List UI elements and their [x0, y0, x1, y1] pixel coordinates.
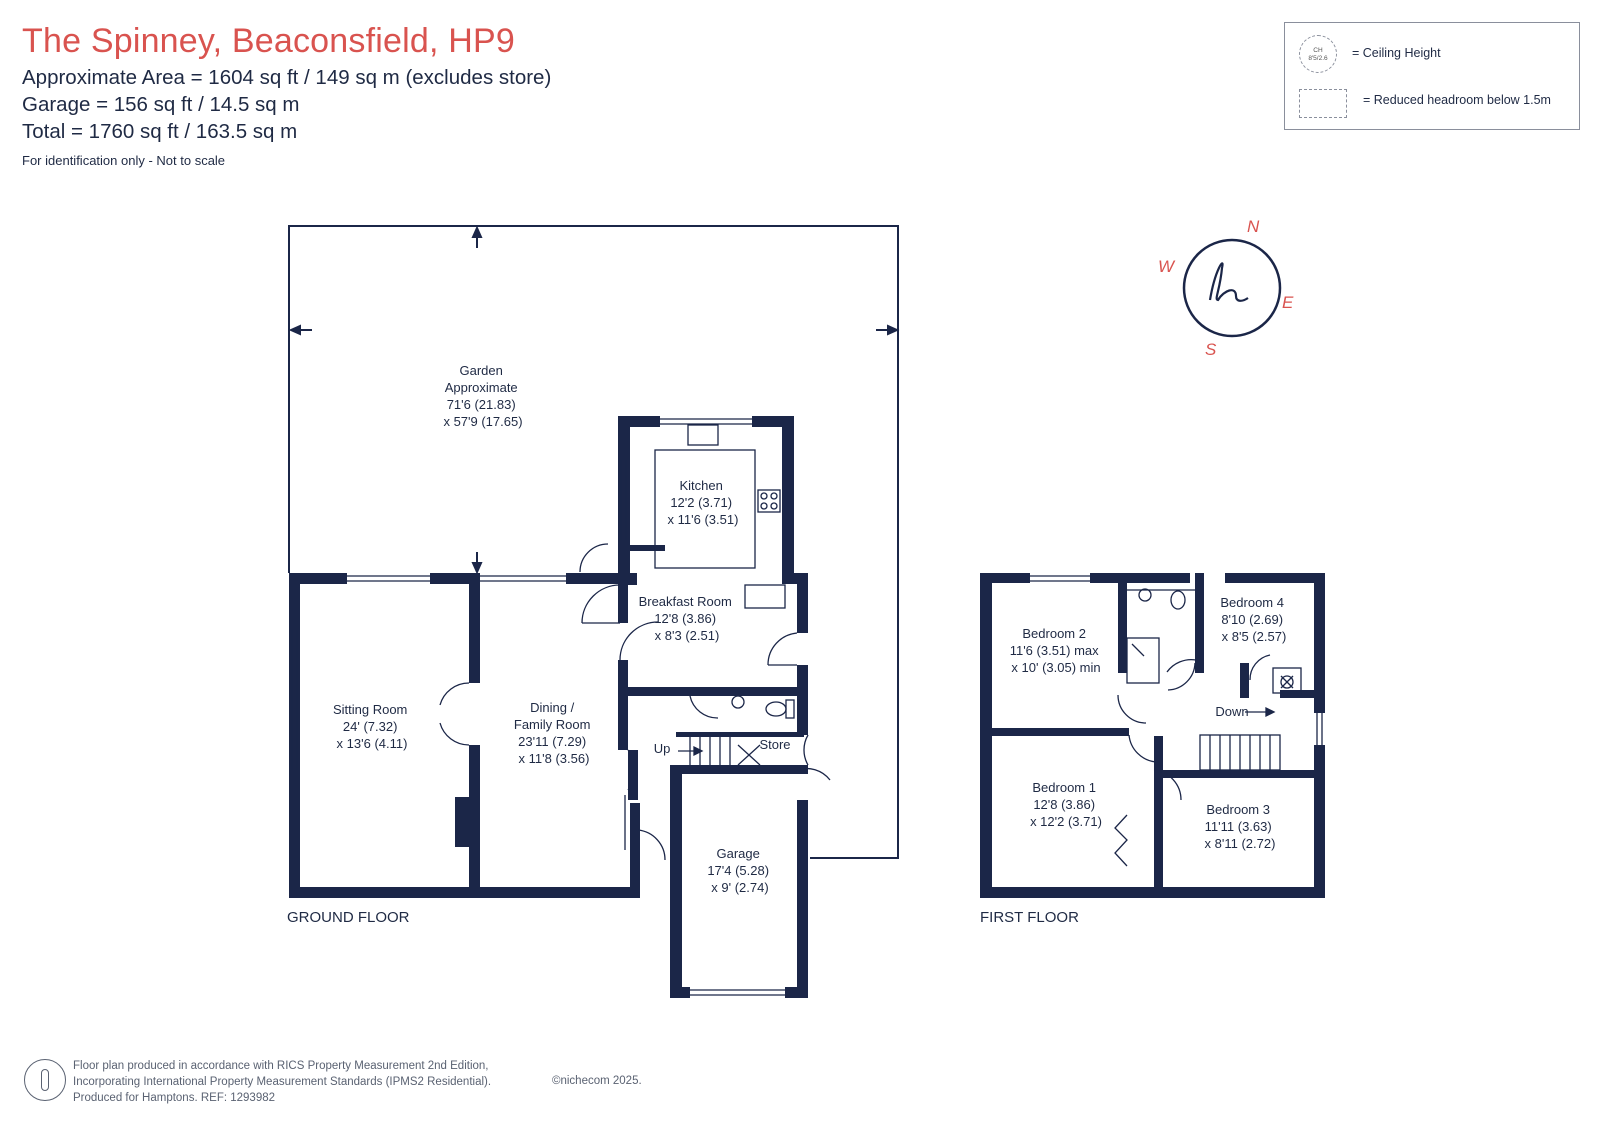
- garage-label: Garage 17'4 (5.28) x 9' (2.74): [707, 846, 772, 895]
- dining-room-label: Dining / Family Room 23'11 (7.29) x 11'8…: [514, 700, 594, 766]
- reduced-headroom-icon: [1299, 89, 1347, 118]
- ground-floor-label: GROUND FLOOR: [287, 909, 410, 926]
- garage-area: Garage = 156 sq ft / 14.5 sq m: [22, 93, 300, 116]
- footer-text: Floor plan produced in accordance with R…: [73, 1060, 492, 1104]
- info-person-icon: [24, 1059, 66, 1101]
- bedroom-3-label: Bedroom 3 11'11 (3.63) x 8'11 (2.72): [1205, 802, 1276, 851]
- sitting-room-label: Sitting Room 24' (7.32) x 13'6 (4.11): [333, 702, 411, 751]
- bedroom-4-label: Bedroom 4 8'10 (2.69) x 8'5 (2.57): [1220, 595, 1287, 644]
- brand-copyright: ©nichecom 2025.: [552, 1075, 642, 1087]
- garden-outline: [288, 225, 900, 859]
- compass-w: W: [1158, 257, 1176, 276]
- compass-s: S: [1205, 340, 1217, 359]
- bedroom-1-label: Bedroom 1 12'8 (3.86) x 12'2 (3.71): [1030, 780, 1102, 829]
- compass-n: N: [1247, 217, 1260, 236]
- store-label: Store: [759, 737, 790, 752]
- identification-note: For identification only - Not to scale: [22, 153, 226, 168]
- kitchen-label: Kitchen 12'2 (3.71) x 11'6 (3.51): [668, 478, 739, 527]
- first-floor-fixtures: [1025, 575, 1323, 896]
- bedroom-2-label: Bedroom 2 11'6 (3.51) max x 10' (3.05) m…: [1010, 626, 1103, 675]
- stairs-down-label: Down: [1215, 704, 1248, 719]
- garden-label: Garden Approximate 71'6 (21.83) x 57'9 (…: [443, 363, 522, 429]
- plan-title: The Spinney, Beaconsfield, HP9: [22, 22, 515, 60]
- compass-logo-icon: [1208, 262, 1249, 302]
- compass: N E S W: [1158, 217, 1294, 359]
- first-floor-walls: [980, 573, 1325, 898]
- total-area: Total = 1760 sq ft / 163.5 sq m: [22, 120, 298, 143]
- approximate-area: Approximate Area = 1604 sq ft / 149 sq m…: [22, 66, 552, 89]
- ceiling-height-label: = Ceiling Height: [1352, 46, 1441, 60]
- breakfast-room-label: Breakfast Room 12'8 (3.86) x 8'3 (2.51): [639, 594, 736, 643]
- ground-floor-fixtures: [291, 418, 831, 996]
- compass-e: E: [1282, 293, 1294, 312]
- stairs-up-label: Up: [654, 741, 671, 756]
- reduced-headroom-label: = Reduced headroom below 1.5m: [1363, 93, 1551, 107]
- ground-floor-walls: [289, 416, 808, 998]
- first-floor-label: FIRST FLOOR: [980, 909, 1079, 926]
